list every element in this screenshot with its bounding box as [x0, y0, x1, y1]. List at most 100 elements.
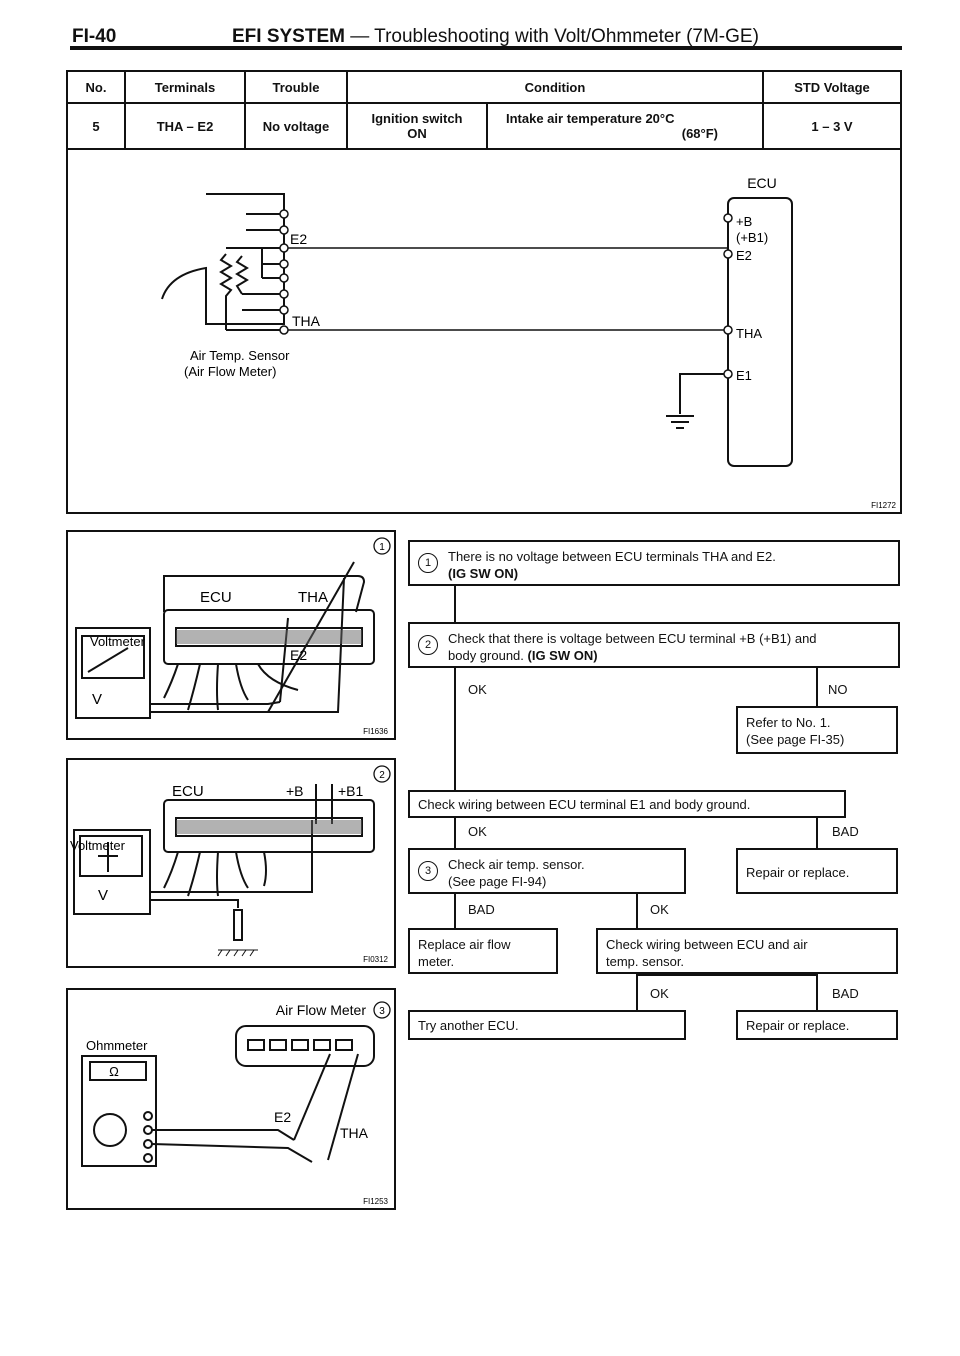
check-e1-box: Check wiring between ECU terminal E1 and… — [408, 790, 846, 818]
step-3-line1: Check air temp. sensor. — [448, 857, 585, 872]
step-3-line2: (See page FI-94) — [448, 874, 547, 889]
cell-terminals: THA – E2 — [124, 102, 246, 150]
refer-line2: (See page FI-35) — [746, 732, 845, 747]
panel-2-ecu: ECU — [172, 783, 204, 800]
panel-1-ecu: ECU — [200, 589, 232, 606]
temp-line2: (68°F) — [681, 126, 718, 141]
sensor-e2-label: E2 — [290, 231, 307, 247]
col-no: No. — [66, 70, 126, 104]
panel-2-fig: FI0312 — [363, 955, 388, 964]
panel-1-tha: THA — [298, 589, 328, 606]
spec-table: No. Terminals Trouble Condition STD Volt… — [66, 70, 902, 150]
ok-label-4: OK — [650, 986, 669, 1001]
panel-3-meter: Ohmmeter — [86, 1038, 148, 1053]
check-wiring-line1: Check wiring between ECU and air — [606, 937, 808, 952]
flow-line — [454, 584, 456, 622]
step-2-line1: Check that there is voltage between ECU … — [448, 631, 817, 646]
replace-afm-box: Replace air flow meter. — [408, 928, 558, 974]
ign-line1: Ignition switch — [371, 111, 463, 126]
diagram-fig-code: FI1272 — [871, 501, 896, 510]
title-bold: EFI SYSTEM — [232, 26, 345, 47]
step-1-number: 1 — [418, 553, 438, 573]
panel-1: 1 ECU THA E2 Voltmeter V FI1636 — [66, 530, 396, 740]
panel-2: 2 ECU +B +B1 Voltmeter V FI0312 — [66, 758, 396, 968]
panel-2-illustration: 2 ECU +B +B1 Voltmeter V FI0312 — [70, 765, 391, 964]
flow-step-1: 1 There is no voltage between ECU termin… — [408, 540, 900, 586]
refer-box: Refer to No. 1. (See page FI-35) — [736, 706, 898, 754]
step-2-line2b: (IG SW ON) — [527, 648, 598, 663]
repair-box-1: Repair or replace. — [736, 848, 898, 894]
page-title: EFI SYSTEM — Troubleshooting with Volt/O… — [232, 26, 759, 48]
replace-line2: meter. — [418, 954, 455, 969]
ecu-pin-b1: (+B1) — [736, 230, 768, 245]
panel-2-b: +B — [286, 783, 304, 799]
flow-line — [454, 666, 456, 790]
ecu-label: ECU — [747, 175, 777, 191]
bad-label-4: BAD — [832, 986, 859, 1001]
flow-line — [816, 816, 818, 848]
wiring-diagram: ECU +B (+B1) E2 THA E1 E2 THA Air Temp. … — [161, 175, 897, 510]
step-3-number: 3 — [418, 861, 438, 881]
panel-1-illustration: 1 ECU THA E2 Voltmeter V FI1636 — [75, 537, 391, 736]
col-std-voltage: STD Voltage — [762, 70, 902, 104]
panel-1-meter: Voltmeter — [90, 634, 146, 649]
check-wiring-box: Check wiring between ECU and air temp. s… — [596, 928, 898, 974]
ecu-pin-tha: THA — [736, 326, 762, 341]
step-1-line2: (IG SW ON) — [448, 566, 519, 581]
flow-line — [454, 892, 456, 930]
panel-2-meter: Voltmeter — [70, 838, 126, 853]
ecu-pin-e1: E1 — [736, 368, 752, 383]
panel-1-step: 1 — [379, 542, 385, 553]
sensor-tha-label: THA — [292, 313, 321, 329]
panel-2-v: V — [98, 887, 108, 904]
flow-line — [816, 974, 818, 1010]
col-trouble: Trouble — [244, 70, 348, 104]
cell-condition-temp: Intake air temperature 20°C (68°F) — [486, 102, 764, 150]
bad-label-3: BAD — [468, 902, 495, 917]
panel-2-b1: +B1 — [338, 783, 364, 799]
flow-line — [636, 974, 638, 1010]
header-rule — [70, 46, 902, 50]
ecu-pin-e2: E2 — [736, 248, 752, 263]
refer-line1: Refer to No. 1. — [746, 715, 831, 730]
step-2-number: 2 — [418, 635, 438, 655]
panel-3-title: Air Flow Meter — [276, 1002, 367, 1018]
cell-no: 5 — [66, 102, 126, 150]
panel-2-step: 2 — [379, 770, 385, 781]
title-rest: — Troubleshooting with Volt/Ohmmeter (7M… — [344, 26, 759, 47]
step-1-line1: There is no voltage between ECU terminal… — [448, 549, 776, 564]
page-code: FI-40 — [72, 26, 117, 47]
panel-1-e2: E2 — [290, 647, 307, 663]
flow-line — [636, 892, 638, 930]
flow-step-3: 3 Check air temp. sensor. (See page FI-9… — [408, 848, 686, 894]
panel-3-e2: E2 — [274, 1109, 291, 1125]
ok-label-3: OK — [650, 902, 669, 917]
panel-3-tha: THA — [340, 1125, 369, 1141]
col-condition: Condition — [346, 70, 764, 104]
ign-line2: ON — [407, 126, 427, 141]
replace-line1: Replace air flow — [418, 937, 511, 952]
panel-1-fig: FI1636 — [363, 727, 388, 736]
col-terminals: Terminals — [124, 70, 246, 104]
no-label-1: NO — [828, 682, 848, 697]
panel-3-illustration: 3 Air Flow Meter Ohmmeter Ω E2 THA FI125… — [81, 1001, 391, 1206]
bad-label-2: BAD — [832, 824, 859, 839]
repair-box-2: Repair or replace. — [736, 1010, 898, 1040]
step-2-line2a: body ground. — [448, 648, 528, 663]
ok-label-1: OK — [468, 682, 487, 697]
sensor-label-2: (Air Flow Meter) — [184, 364, 276, 379]
ecu-pin-b: +B — [736, 214, 752, 229]
try-ecu-box: Try another ECU. — [408, 1010, 686, 1040]
flow-line — [454, 816, 456, 848]
flow-line — [636, 974, 818, 976]
panel-3: 3 Air Flow Meter Ohmmeter Ω E2 THA FI125… — [66, 988, 396, 1210]
sensor-label-1: Air Temp. Sensor — [190, 348, 290, 363]
cell-trouble: No voltage — [244, 102, 348, 150]
cell-std-voltage: 1 – 3 V — [762, 102, 902, 150]
flow-line — [816, 666, 818, 708]
sensor-housing — [161, 193, 285, 325]
temp-line1: Intake air temperature 20°C — [506, 111, 675, 126]
panel-3-fig: FI1253 — [363, 1197, 388, 1206]
check-wiring-line2: temp. sensor. — [606, 954, 685, 969]
